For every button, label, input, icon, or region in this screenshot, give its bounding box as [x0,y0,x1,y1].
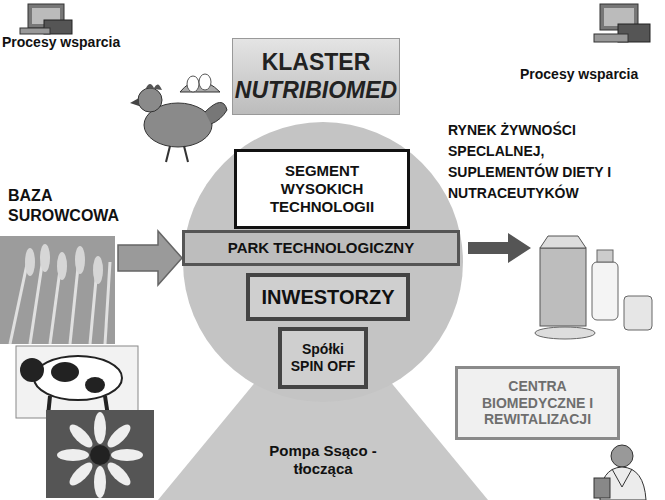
node-text: SEGMENT WYSOKICH TECHNOLOGII [245,162,399,216]
computer-icon [594,4,650,42]
computer-icon [20,4,72,34]
text-label: Procesy wsparcia [2,34,152,52]
node-text: CENTRA BIOMEDYCZNE I REWITALIZACJI [465,378,610,428]
investors-box: INWESTORZY [246,273,410,321]
cluster-circle [183,122,463,402]
scientist-figure [594,445,646,500]
text-label: Procesy wsparcia [520,66,663,84]
input-arrow [118,231,182,285]
wheat-photo [0,236,115,344]
text-label: RYNEK ŻYWNOŚCI SPECLALNEJ, SUPLEMENTÓW D… [448,120,616,204]
node-text: Pompa Ssąco - tłocząca [245,442,401,478]
hen-illustration [130,74,227,162]
title-box: KLASTERNUTRIBIOMED [232,38,400,115]
node-text: INWESTORZY [262,285,395,309]
centers-box: CENTRA BIOMEDYCZNE I REWITALIZACJI [455,366,620,440]
node-text: Spółki SPIN OFF [287,341,359,375]
text-label: BAZA SUROWCOWA [8,186,120,226]
cow-illustration [16,346,138,418]
node-text: KLASTER [262,49,371,77]
node-text: NUTRIBIOMED [235,77,397,105]
spinoff-box: Spółki SPIN OFF [278,327,368,389]
node-text: PARK TECHNOLOGICZNY [228,239,414,257]
pump-triangle-label: Pompa Ssąco - tłocząca [243,436,403,484]
product-bottles [535,236,652,339]
flower-photo [46,410,154,498]
output-arrow [468,233,531,263]
park-box: PARK TECHNOLOGICZNY [182,230,460,266]
segment-box: SEGMENT WYSOKICH TECHNOLOGII [234,149,410,229]
